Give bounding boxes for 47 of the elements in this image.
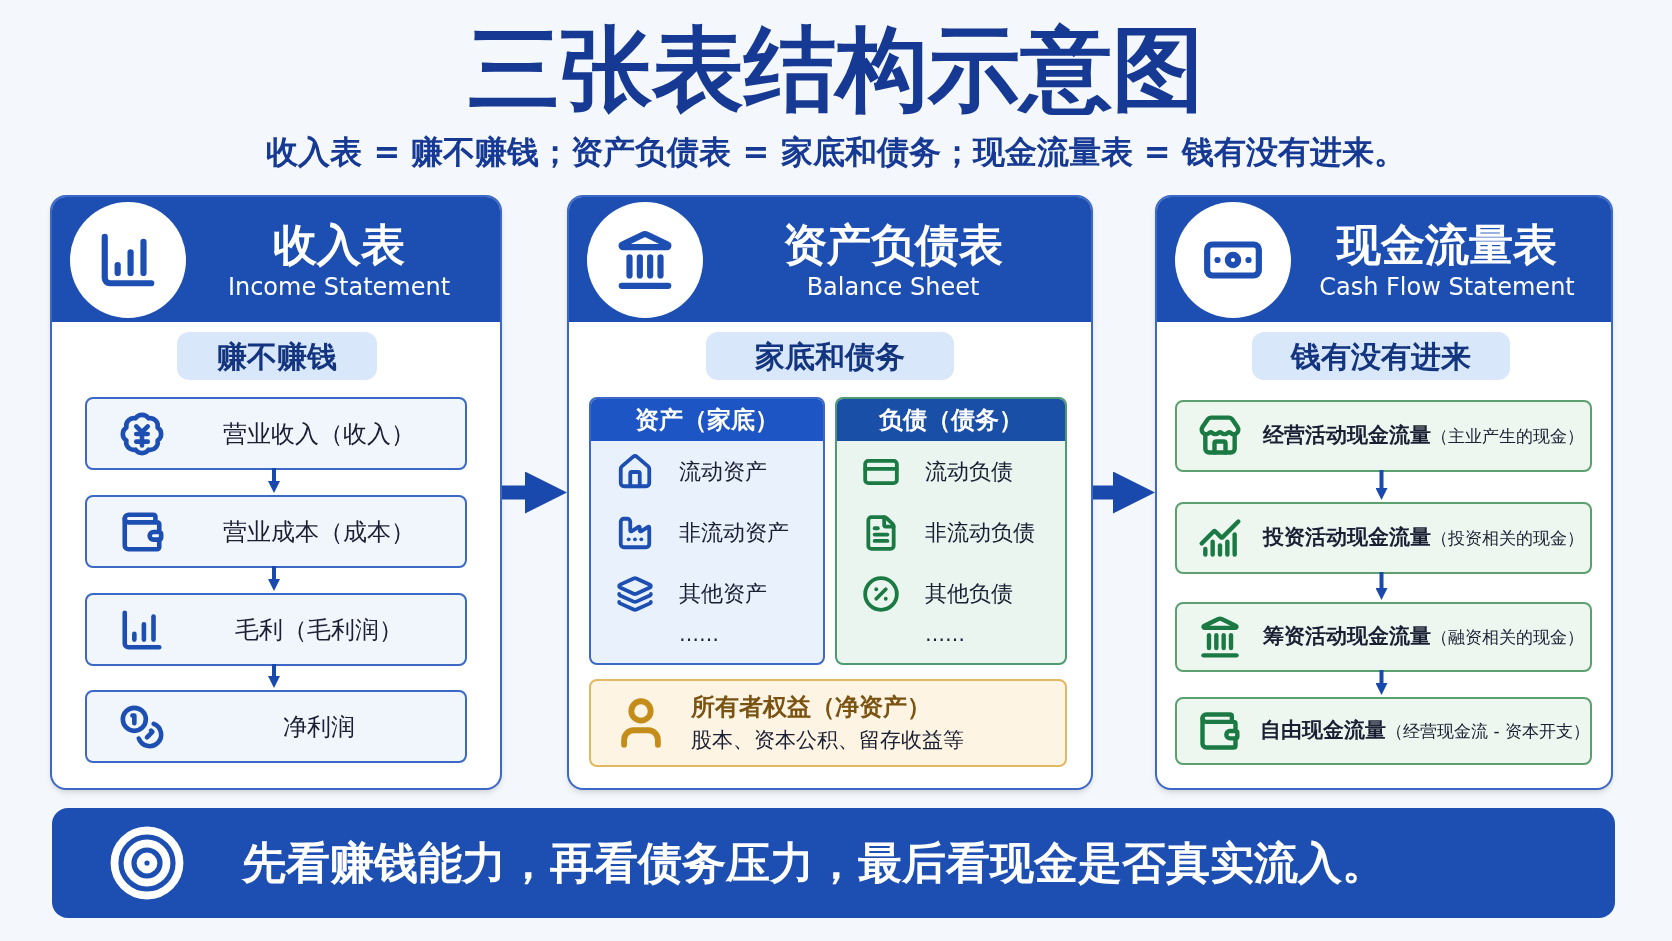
statement-panel xyxy=(1155,195,1613,790)
subtitle: 收入表 = 赚不赚钱；资产负债表 = 家底和债务；现金流量表 = 钱有没有进来。 xyxy=(266,132,1406,173)
equity-detail: 股本、资本公积、留存收益等 xyxy=(691,727,964,755)
item-text: 净利润 xyxy=(283,711,355,743)
category-item: 其他资产 xyxy=(679,580,767,608)
cash-flow-note: （投资相关的现金） xyxy=(1431,527,1584,551)
equity-title: 所有者权益（净资产） xyxy=(691,692,932,724)
cash-flow-title: 筹资活动现金流量 xyxy=(1263,623,1431,651)
panel-subtitle: Balance Sheet xyxy=(806,272,980,302)
category-title: 资产（家底） xyxy=(635,405,779,436)
category-title: 负债（债务） xyxy=(879,405,1023,436)
item-text: 营业成本（成本） xyxy=(223,516,415,548)
arrow xyxy=(502,471,567,514)
arrow xyxy=(1375,470,1388,500)
cash-flow-title: 投资活动现金流量 xyxy=(1263,524,1431,552)
summary-text: 先看赚钱能力，再看债务压力，最后看现金是否真实流入。 xyxy=(242,836,1386,890)
arrow xyxy=(1093,471,1155,514)
cash-flow-title: 自由现金流量 xyxy=(1260,717,1387,745)
item-text: 营业收入（收入） xyxy=(223,418,415,450)
arrow xyxy=(1375,572,1388,600)
statement-panel xyxy=(567,195,1093,790)
ellipsis-text: …… xyxy=(925,622,965,646)
cash-flow-note: （主业产生的现金） xyxy=(1431,425,1584,449)
category-item: 流动资产 xyxy=(679,458,767,486)
arrow xyxy=(268,566,280,591)
category-item: 流动负债 xyxy=(925,458,1013,486)
cash-flow-title: 经营活动现金流量 xyxy=(1263,422,1431,450)
panel-subtitle: Cash Flow Statement xyxy=(1319,272,1575,302)
arrow xyxy=(1375,670,1388,695)
arrow xyxy=(268,468,280,493)
item-text: 毛利（毛利润） xyxy=(235,614,403,646)
panel-title: 资产负债表 xyxy=(783,218,1003,272)
ellipsis-text: …… xyxy=(679,622,719,646)
section-pill: 赚不赚钱 xyxy=(177,332,377,380)
panel-title: 现金流量表 xyxy=(1337,218,1557,272)
section-pill: 钱有没有进来 xyxy=(1252,332,1510,380)
category-item: 非流动资产 xyxy=(679,519,789,547)
cash-flow-note: （融资相关的现金） xyxy=(1431,626,1584,650)
arrow xyxy=(268,664,280,688)
panel-title: 收入表 xyxy=(273,218,405,272)
category-item: 其他负债 xyxy=(925,580,1013,608)
title: 三张表结构示意图 xyxy=(468,15,1204,125)
statement-panel xyxy=(50,195,502,790)
section-pill: 家底和债务 xyxy=(706,332,954,380)
cash-flow-note: （经营现金流 - 资本开支） xyxy=(1386,720,1590,744)
panel-subtitle: Income Statement xyxy=(227,272,451,302)
category-item: 非流动负债 xyxy=(925,519,1035,547)
